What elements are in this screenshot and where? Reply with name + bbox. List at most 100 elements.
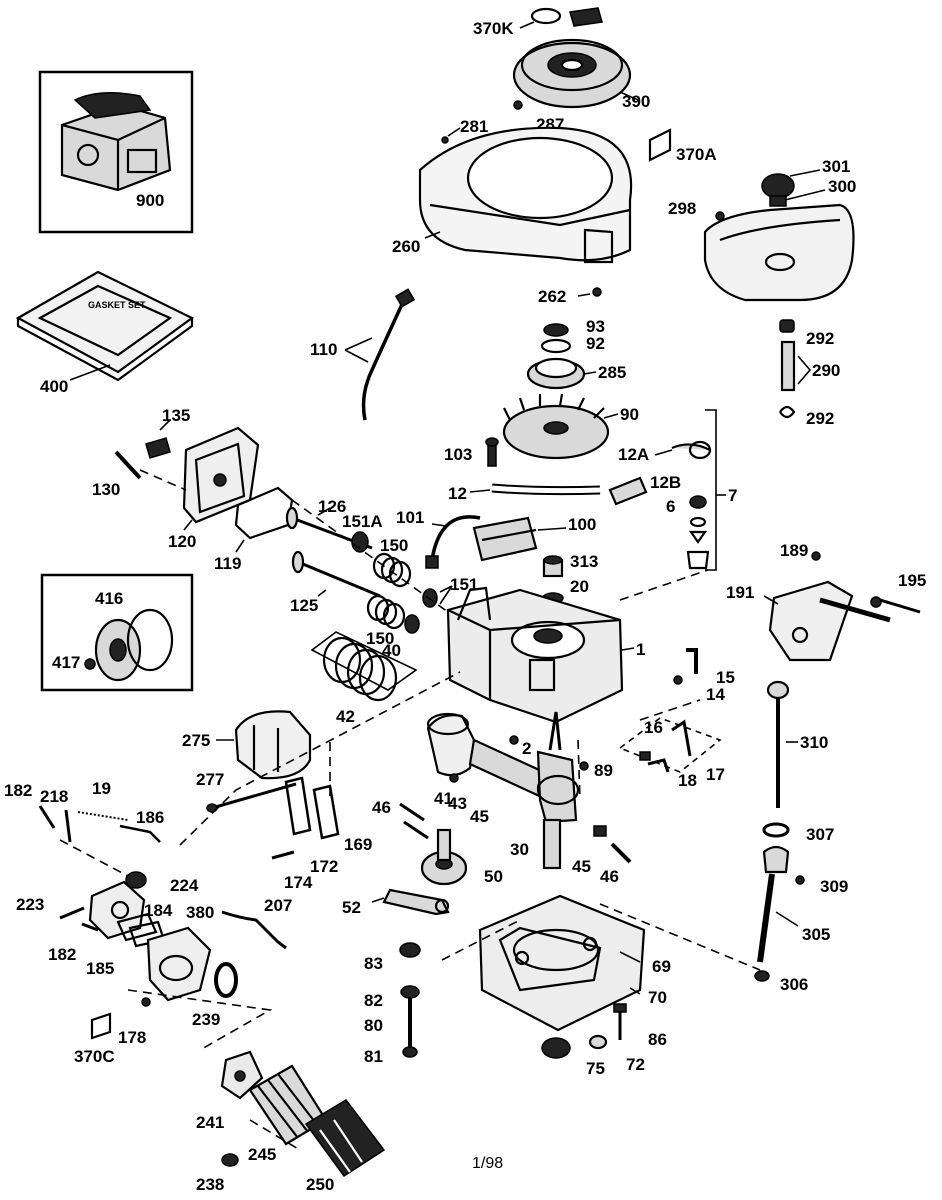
part-label-19: 19 xyxy=(92,779,111,798)
sump-cover-70: 69 70 86 72 75 xyxy=(478,894,671,1078)
part-label-103: 103 xyxy=(444,445,472,464)
diagram-date-code: 1/98 xyxy=(472,1155,503,1172)
part-label-75: 75 xyxy=(586,1059,605,1078)
part-label-380: 380 xyxy=(186,903,214,922)
part-label-130: 130 xyxy=(92,480,120,499)
part-label-6: 6 xyxy=(666,497,675,516)
part-label-80: 80 xyxy=(364,1016,383,1035)
part-label-7: 7 xyxy=(728,486,737,505)
cylinder-head-group: 135 130 120 119 xyxy=(92,406,294,573)
part-label-260: 260 xyxy=(392,237,420,256)
seal-313-20: 313 20 xyxy=(542,552,598,604)
part-label-370K: 370K xyxy=(473,19,514,38)
part-label-45-bolt: 45 xyxy=(572,857,591,876)
flywheel-stack: 93 92 285 90 xyxy=(502,317,639,460)
part-label-30: 30 xyxy=(510,840,529,859)
blower-housing-260: 281 370A 260 262 xyxy=(392,117,717,306)
part-label-223: 223 xyxy=(16,895,44,914)
part-label-119: 119 xyxy=(214,554,241,573)
part-label-1: 1 xyxy=(636,640,645,659)
part-label-174: 174 xyxy=(284,873,313,892)
part-label-178: 178 xyxy=(118,1028,146,1047)
part-label-310: 310 xyxy=(800,733,828,752)
part-label-298: 298 xyxy=(668,199,696,218)
part-label-189: 189 xyxy=(780,541,808,560)
part-label-191: 191 xyxy=(726,583,754,602)
governor-linkage: 189 191 195 xyxy=(726,541,926,662)
inset-gear-416: 416 417 xyxy=(40,573,194,692)
part-label-100: 100 xyxy=(568,515,596,534)
part-label-150-top: 150 xyxy=(380,536,408,555)
part-label-370C: 370C xyxy=(74,1047,115,1066)
part-label-245: 245 xyxy=(248,1145,276,1164)
recoil-starter-390: 370K 390 287 xyxy=(473,7,650,134)
part-label-41: 41 xyxy=(434,789,453,808)
part-label-46-left: 46 xyxy=(372,798,391,817)
governor-shaft-group: 83 82 80 81 xyxy=(364,942,421,1066)
part-label-195: 195 xyxy=(898,571,926,590)
engine-block-1: 1 2 xyxy=(446,586,645,758)
part-label-281: 281 xyxy=(460,117,488,136)
part-label-182-top: 182 xyxy=(4,781,32,800)
part-label-72: 72 xyxy=(626,1055,645,1074)
part-label-86: 86 xyxy=(648,1030,667,1049)
part-label-101: 101 xyxy=(396,508,424,527)
part-label-400: 400 xyxy=(40,377,68,396)
part-label-69: 69 xyxy=(652,957,671,976)
part-label-241: 241 xyxy=(196,1113,224,1132)
part-label-18: 18 xyxy=(678,771,697,790)
part-label-262: 262 xyxy=(538,287,566,306)
part-label-416: 416 xyxy=(95,589,123,608)
part-label-285: 285 xyxy=(598,363,626,382)
part-label-370A: 370A xyxy=(676,145,717,164)
part-label-238: 238 xyxy=(196,1175,224,1194)
part-label-46-bolt-right: 46 xyxy=(600,867,619,886)
part-label-90: 90 xyxy=(620,405,639,424)
inset-engine-900: 900 xyxy=(38,70,194,234)
part-label-184: 184 xyxy=(144,901,173,920)
part-label-305: 305 xyxy=(802,925,830,944)
part-label-185: 185 xyxy=(86,959,114,978)
part-label-172: 172 xyxy=(310,857,338,876)
part-label-277: 277 xyxy=(196,770,224,789)
part-label-16: 16 xyxy=(644,718,663,737)
part-label-89: 89 xyxy=(594,761,613,780)
part-label-218: 218 xyxy=(40,787,68,806)
throttle-linkage-group: 182 218 19 186 xyxy=(4,779,164,843)
part-label-900: 900 xyxy=(136,191,164,210)
air-filter-group: 241 245 250 238 xyxy=(196,1050,386,1194)
part-label-50: 50 xyxy=(484,867,503,886)
valve-train-group: 126 125 151A 150 150 151 xyxy=(285,497,478,648)
part-label-207: 207 xyxy=(264,896,292,915)
part-label-120: 120 xyxy=(168,532,196,551)
bracket-15-14: 15 14 xyxy=(673,648,735,704)
gaskets-169-172: 169 172 174 xyxy=(271,776,372,892)
carburetor-group: 223 184 182 185 224 380 207 239 178 370C xyxy=(16,871,292,1066)
part-label-239: 239 xyxy=(192,1010,220,1029)
piston-rings-group: 40 42 xyxy=(310,631,418,726)
dipstick-group: 310 307 309 305 306 xyxy=(754,680,848,994)
part-label-125: 125 xyxy=(290,596,318,615)
part-label-300: 300 xyxy=(828,177,856,196)
small-hardware-group: 89 16 18 17 xyxy=(579,717,725,790)
part-label-81: 81 xyxy=(364,1047,383,1066)
part-label-12A: 12A xyxy=(618,445,649,464)
part-label-182-bottom: 182 xyxy=(48,945,76,964)
part-label-250: 250 xyxy=(306,1175,334,1194)
part-label-12: 12 xyxy=(448,484,467,503)
part-label-40: 40 xyxy=(382,641,401,660)
part-label-306: 306 xyxy=(780,975,808,994)
part-label-83: 83 xyxy=(364,954,383,973)
part-label-126: 126 xyxy=(318,497,346,516)
part-label-52: 52 xyxy=(342,898,361,917)
part-label-150-bottom: 150 xyxy=(366,629,394,648)
part-label-390: 390 xyxy=(622,92,650,111)
part-label-70: 70 xyxy=(648,988,667,1007)
part-label-17: 17 xyxy=(706,765,725,784)
part-label-313: 313 xyxy=(570,552,598,571)
crankshaft-30: 30 45 46 xyxy=(510,711,632,886)
part-label-309: 309 xyxy=(820,877,848,896)
assembly-dashed-lines xyxy=(59,469,761,1151)
ignition-wire-110: 110 xyxy=(310,288,416,421)
